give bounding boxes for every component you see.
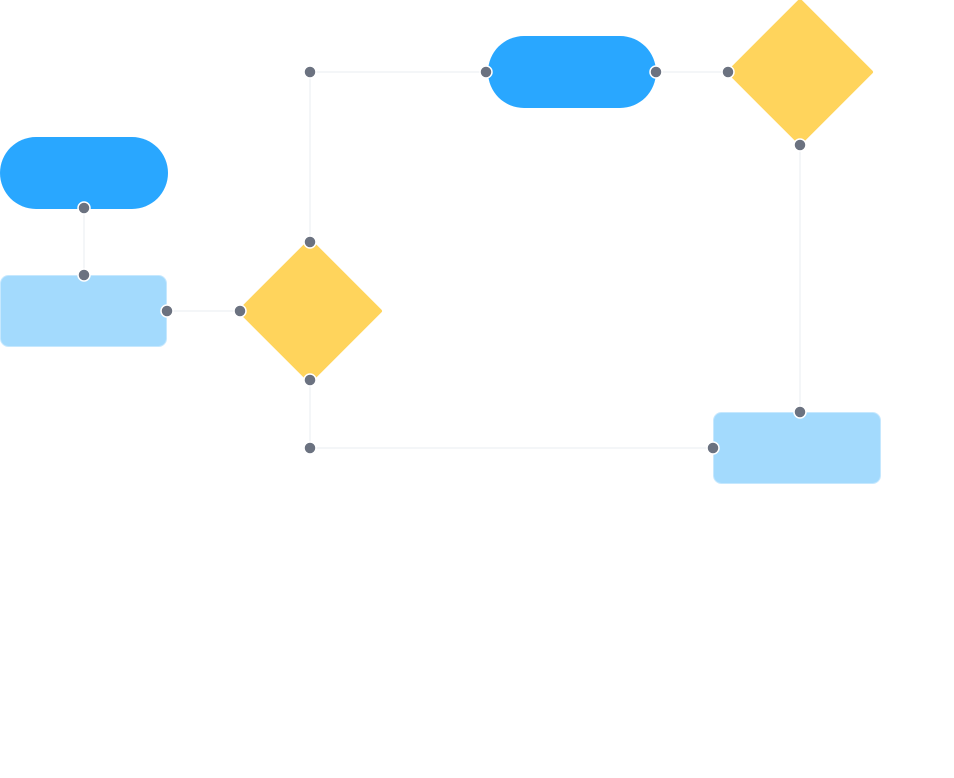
second-process[interactable] bbox=[713, 412, 881, 484]
connection-port[interactable] bbox=[649, 65, 663, 79]
connection-port[interactable] bbox=[160, 304, 174, 318]
second-terminal-shape bbox=[488, 36, 656, 108]
connection-port[interactable] bbox=[721, 65, 735, 79]
connection-port[interactable] bbox=[303, 373, 317, 387]
connector-first-decision-to-second-terminal bbox=[309, 71, 486, 242]
connection-port[interactable] bbox=[303, 65, 317, 79]
connector-first-decision-to-second-process bbox=[309, 380, 713, 449]
second-decision[interactable] bbox=[727, 0, 873, 145]
connection-port[interactable] bbox=[77, 268, 91, 282]
second-decision-shape bbox=[727, 0, 873, 145]
second-process-shape bbox=[713, 412, 881, 484]
connection-port[interactable] bbox=[793, 138, 807, 152]
first-decision-shape bbox=[238, 239, 382, 383]
connection-port[interactable] bbox=[233, 304, 247, 318]
nodes-layer bbox=[0, 0, 881, 484]
first-process[interactable] bbox=[0, 275, 167, 347]
connection-port[interactable] bbox=[303, 235, 317, 249]
start-terminal-shape bbox=[0, 137, 168, 209]
first-process-shape bbox=[0, 275, 167, 347]
connection-port[interactable] bbox=[793, 405, 807, 419]
connection-port[interactable] bbox=[479, 65, 493, 79]
edges-layer bbox=[83, 71, 801, 449]
connection-port[interactable] bbox=[77, 201, 91, 215]
connection-port[interactable] bbox=[706, 441, 720, 455]
connection-port[interactable] bbox=[303, 441, 317, 455]
second-terminal[interactable] bbox=[488, 36, 656, 108]
start-terminal[interactable] bbox=[0, 137, 168, 209]
first-decision[interactable] bbox=[238, 239, 382, 383]
ports-layer bbox=[77, 65, 807, 455]
